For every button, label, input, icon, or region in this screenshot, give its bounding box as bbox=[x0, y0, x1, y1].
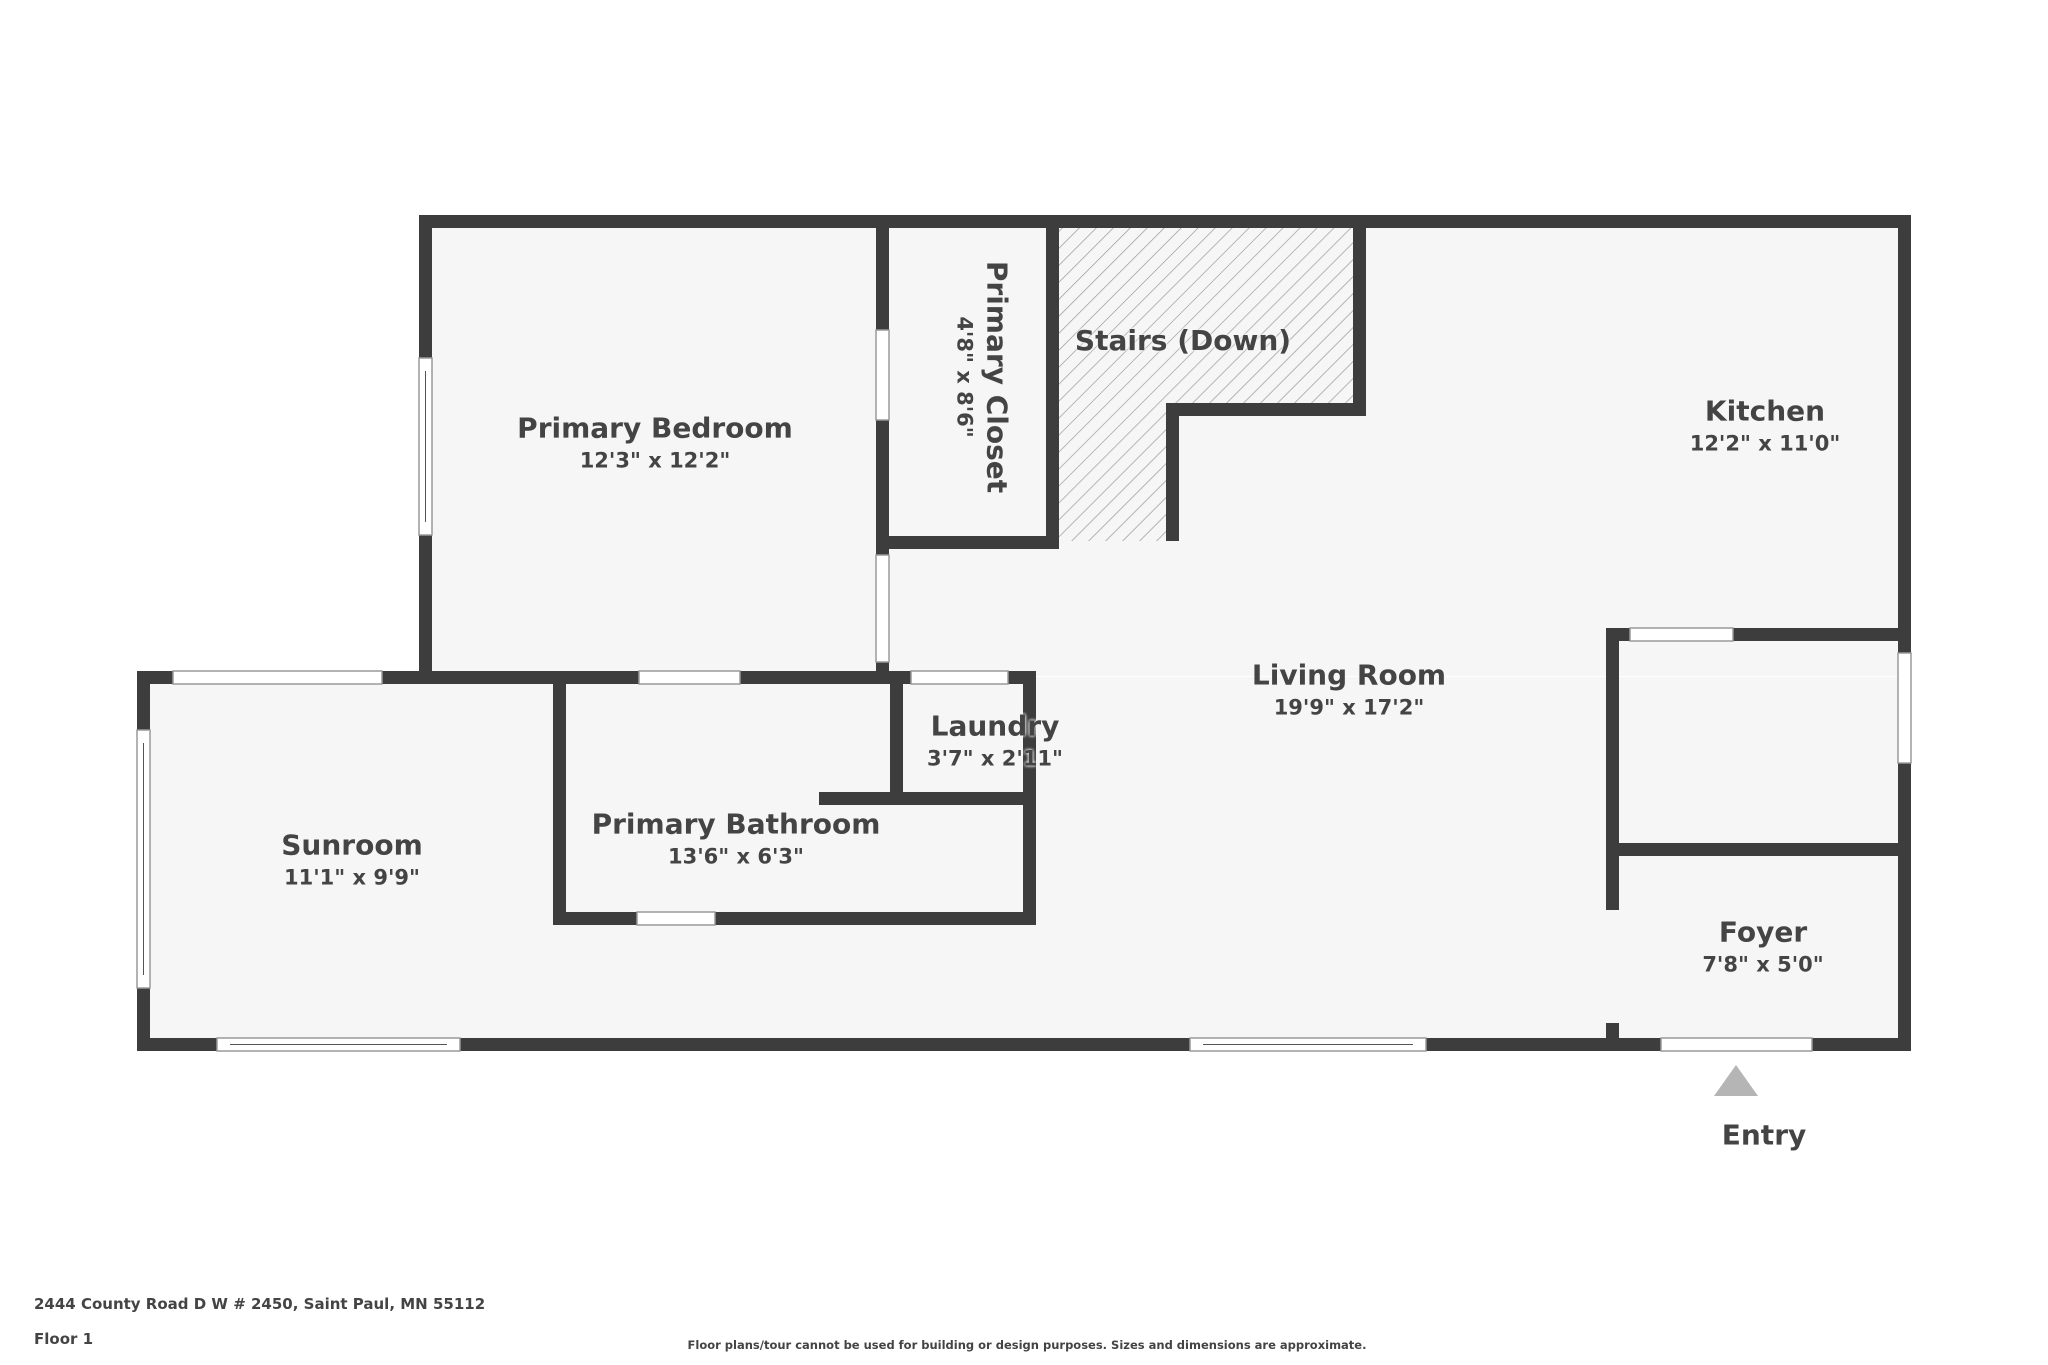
room-stairs: Stairs (Down) bbox=[1075, 327, 1291, 355]
room-name: Foyer bbox=[1718, 915, 1808, 949]
room-living-room: Living Room 19'9" x 17'2" bbox=[1251, 658, 1447, 720]
window-right-exterior bbox=[1897, 652, 1912, 764]
room-primary-closet: Primary Closet 4'8" x 8'6" bbox=[952, 260, 1014, 494]
room-sunroom: Sunroom 11'1" x 9'9" bbox=[281, 828, 423, 890]
room-dims: 12'2" x 11'0" bbox=[1689, 431, 1841, 456]
entry-label: Entry bbox=[1721, 1118, 1807, 1152]
entry-door bbox=[1660, 1037, 1813, 1052]
room-name: Stairs (Down) bbox=[1074, 324, 1292, 357]
floor-label: Floor 1 bbox=[34, 1330, 94, 1348]
window-side-room-top bbox=[1629, 627, 1734, 642]
room-primary-bathroom: Primary Bathroom 13'6" x 6'3" bbox=[591, 807, 881, 869]
window-sunroom-top bbox=[172, 670, 383, 685]
room-name: Primary Bathroom bbox=[591, 807, 881, 841]
room-kitchen: Kitchen 12'2" x 11'0" bbox=[1689, 394, 1841, 456]
stairs-area bbox=[1059, 228, 1353, 541]
property-address: 2444 County Road D W # 2450, Saint Paul,… bbox=[34, 1295, 486, 1313]
room-dims: 12'3" x 12'2" bbox=[579, 448, 731, 473]
window-laundry-top bbox=[910, 670, 1009, 685]
windows bbox=[136, 329, 1912, 1052]
room-name: Living Room bbox=[1251, 658, 1447, 692]
opening-bedroom bbox=[875, 554, 890, 663]
disclaimer: Floor plans/tour cannot be used for buil… bbox=[687, 1338, 1367, 1352]
room-dims: 4'8" x 8'6" bbox=[952, 316, 977, 438]
room-name: Kitchen bbox=[1704, 394, 1826, 428]
entry-arrow-icon bbox=[1714, 1065, 1758, 1096]
room-name: Laundry bbox=[930, 709, 1060, 743]
room-dims: 11'1" x 9'9" bbox=[284, 865, 420, 890]
room-dims: 3'7" x 2'11" bbox=[927, 746, 1063, 771]
window-bath-top bbox=[638, 670, 741, 685]
room-name: Primary Closet bbox=[980, 260, 1014, 494]
room-foyer: Foyer 7'8" x 5'0" bbox=[1702, 915, 1824, 977]
room-dims: 19'9" x 17'2" bbox=[1273, 695, 1425, 720]
room-primary-bedroom: Primary Bedroom 12'3" x 12'2" bbox=[517, 411, 793, 473]
window-bath-bottom bbox=[636, 911, 716, 926]
room-dims: 7'8" x 5'0" bbox=[1702, 952, 1824, 977]
room-dims: 13'6" x 6'3" bbox=[668, 844, 804, 869]
room-name: Sunroom bbox=[281, 828, 423, 862]
opening-closet bbox=[875, 329, 890, 421]
room-name: Primary Bedroom bbox=[517, 411, 793, 445]
room-laundry: Laundry 3'7" x 2'11" bbox=[927, 709, 1063, 771]
